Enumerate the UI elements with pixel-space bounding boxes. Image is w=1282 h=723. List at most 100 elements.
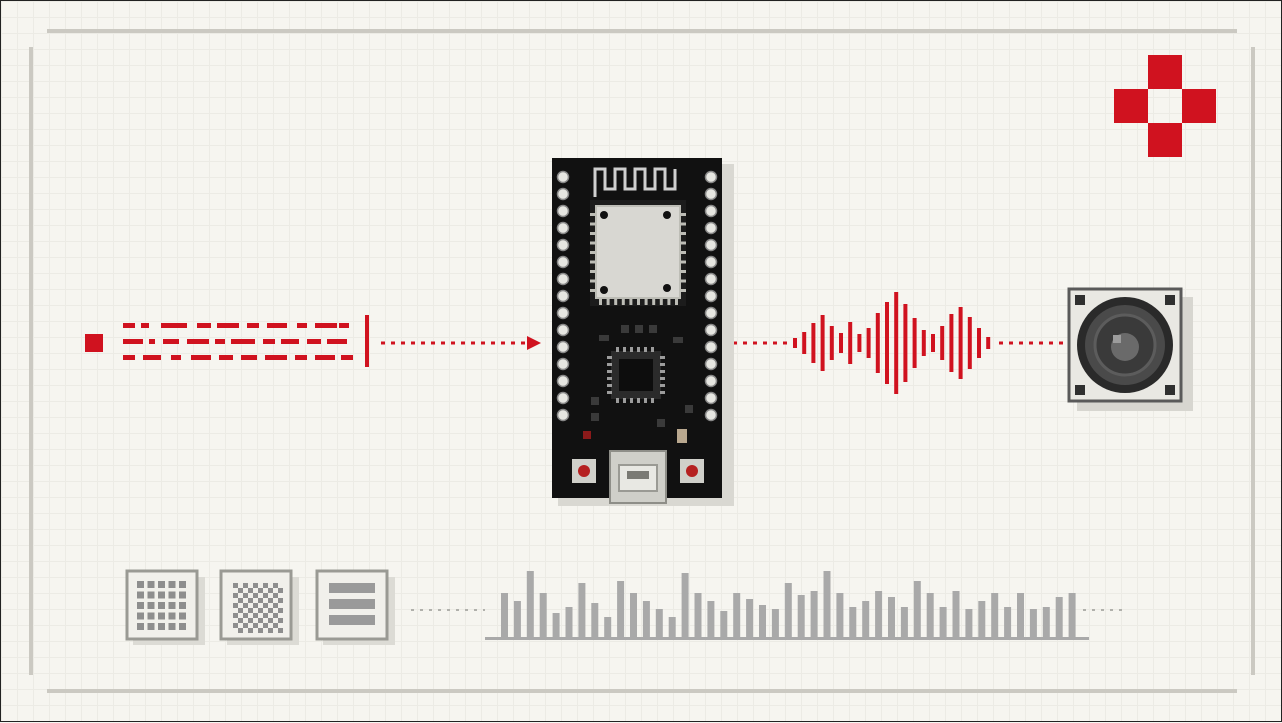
data-stream-dashes (123, 323, 353, 360)
module-pad (681, 251, 686, 254)
data-dash (141, 323, 149, 328)
header-pin (704, 170, 718, 184)
chip-leg (660, 356, 665, 359)
header-pin (556, 272, 570, 286)
spectrum-bar (655, 609, 663, 637)
grid-cell (147, 591, 155, 599)
chip-leg (651, 347, 654, 352)
data-dash (215, 339, 225, 344)
spectrum-bar (965, 609, 973, 637)
checker-cell (238, 588, 243, 593)
grid-cell (168, 612, 176, 620)
spectrum-bar (875, 591, 883, 637)
grid-cell (179, 612, 186, 620)
wave-bar (802, 332, 807, 354)
grid-cell (137, 623, 144, 630)
wave-bar (931, 334, 935, 352)
header-pin (704, 221, 718, 235)
spectrum-bar (578, 583, 586, 637)
spectrum-bar (913, 581, 921, 637)
spectrum-bar (978, 601, 986, 637)
spectrum-bar (617, 581, 625, 637)
data-dash (187, 339, 209, 344)
data-dash (315, 355, 335, 360)
header-pin (556, 391, 570, 405)
module-pad (590, 279, 595, 283)
header-pin (704, 408, 718, 422)
grid-cell (158, 623, 165, 630)
spectrum-bar (642, 601, 650, 637)
module-pad (621, 299, 625, 305)
header-pin (556, 357, 570, 371)
module-pad (667, 299, 671, 305)
module-pad (681, 222, 686, 226)
spectrum-bar (1004, 607, 1012, 637)
chip-leg (623, 347, 626, 352)
checker-cell (253, 603, 258, 608)
spectrum-bar (565, 607, 573, 637)
grid-cell (168, 591, 176, 599)
spectrum-bar (823, 571, 831, 637)
module-pad (590, 232, 595, 235)
grid-cell (147, 602, 155, 609)
chip-leg (616, 347, 619, 352)
spectrum-bar (1068, 593, 1076, 637)
checker-cell (248, 628, 253, 633)
wave-bar (958, 307, 963, 379)
checker-cell (238, 608, 243, 613)
spectrum-bar (939, 607, 947, 637)
capacitor (677, 429, 687, 443)
grid-cell (137, 591, 144, 599)
spectrum-bar (784, 583, 792, 637)
grid-cell (158, 602, 165, 609)
data-dash (263, 339, 275, 344)
header-pin (556, 340, 570, 354)
grid-cell (158, 591, 165, 599)
module-pad (637, 299, 640, 305)
data-dash (241, 355, 257, 360)
frame (29, 29, 1255, 693)
wifi-module-shield (595, 205, 681, 299)
module-pad (590, 251, 595, 254)
module-pad (681, 260, 686, 264)
spectrum-bar (694, 593, 702, 637)
grid-cell (137, 581, 144, 588)
wave-bar (921, 330, 926, 356)
checker-cell (273, 623, 278, 628)
chip-leg (607, 391, 612, 394)
data-dash (339, 323, 349, 328)
checker-cell (238, 628, 243, 633)
header-pin (704, 289, 718, 303)
chip-leg (660, 363, 665, 366)
grid-cell (179, 581, 186, 588)
checker-cell (248, 618, 253, 623)
wave-bar (903, 304, 908, 382)
grid-cell (179, 623, 186, 630)
wave-bar (967, 317, 972, 369)
checker-cell (278, 628, 283, 633)
checker-cell (273, 613, 278, 618)
grid-cell (168, 623, 176, 630)
module-pad (590, 222, 595, 226)
speaker-icon (1067, 287, 1193, 411)
chip-leg (607, 384, 612, 387)
data-dash (163, 339, 179, 344)
chip-leg (607, 370, 612, 373)
checker-cell (268, 598, 273, 603)
chip-leg (607, 363, 612, 366)
checker-cell (268, 608, 273, 613)
grid-cell (168, 581, 176, 588)
spectrum-bar (539, 593, 547, 637)
checker-cell (268, 588, 273, 593)
wave-bar (866, 328, 871, 358)
data-dash (267, 323, 287, 328)
checker-cell (258, 608, 263, 613)
checker-cell (253, 593, 258, 598)
checker-cell (248, 588, 253, 593)
grid-cell (158, 581, 165, 588)
grid-cell (158, 612, 165, 620)
chip-leg (607, 377, 612, 380)
module-pad (590, 270, 595, 273)
chip-leg (623, 398, 626, 403)
